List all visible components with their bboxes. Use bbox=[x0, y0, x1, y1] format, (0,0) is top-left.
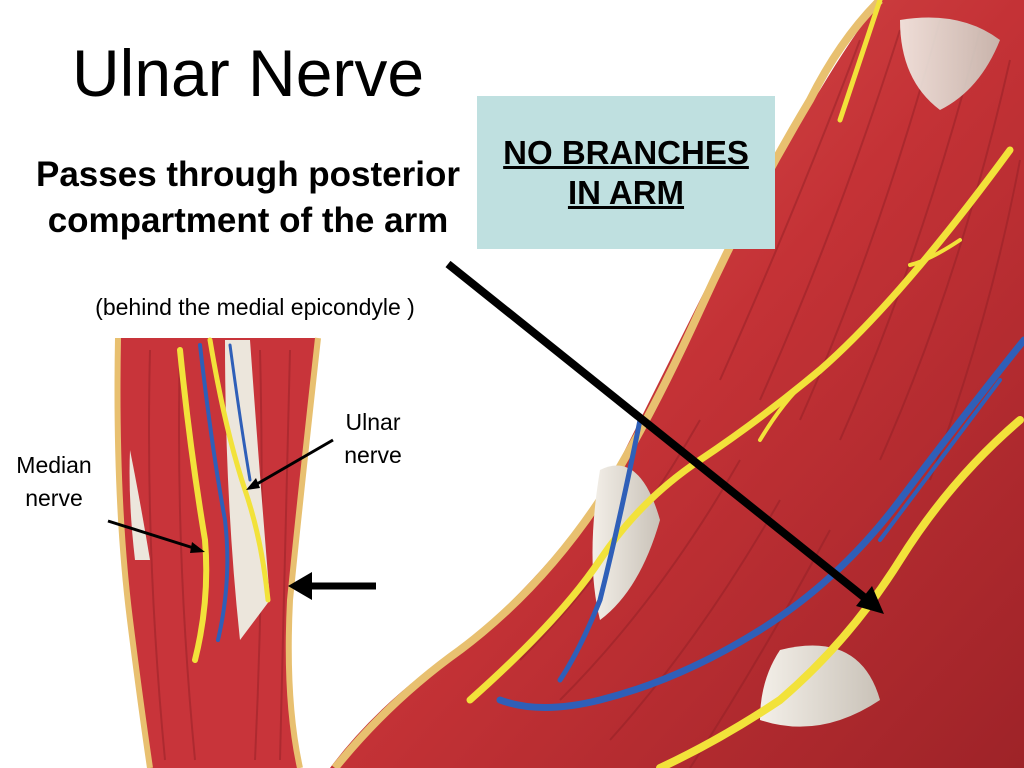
large-nerves bbox=[466, 0, 1024, 768]
small-arm-muscle bbox=[117, 338, 318, 768]
median-nerve-label: Median nerve bbox=[16, 452, 92, 512]
slide-title: Ulnar Nerve bbox=[72, 36, 425, 110]
median-label-leader bbox=[107, 519, 201, 552]
arm-muscle-mass bbox=[330, 0, 1024, 768]
pointer-arrow-to-nerve bbox=[445, 260, 873, 606]
small-vein bbox=[198, 343, 230, 642]
ulnar-nerve-label: Ulnar nerve bbox=[344, 409, 402, 469]
main-point-text: Passes through posterior compartment of … bbox=[36, 155, 460, 240]
callout-box: NO BRANCHES IN ARM bbox=[477, 96, 775, 249]
sub-point-text: (behind the medial epicondyle ) bbox=[95, 294, 415, 320]
tendon-upper bbox=[900, 17, 1000, 110]
large-veins bbox=[496, 336, 1024, 711]
ulnar-label-leader bbox=[249, 438, 334, 490]
callout-text: NO BRANCHES IN ARM bbox=[503, 133, 749, 211]
small-median-nerve bbox=[177, 347, 210, 663]
tendon-lower bbox=[760, 645, 880, 727]
small-ulnar-nerve bbox=[207, 337, 271, 603]
